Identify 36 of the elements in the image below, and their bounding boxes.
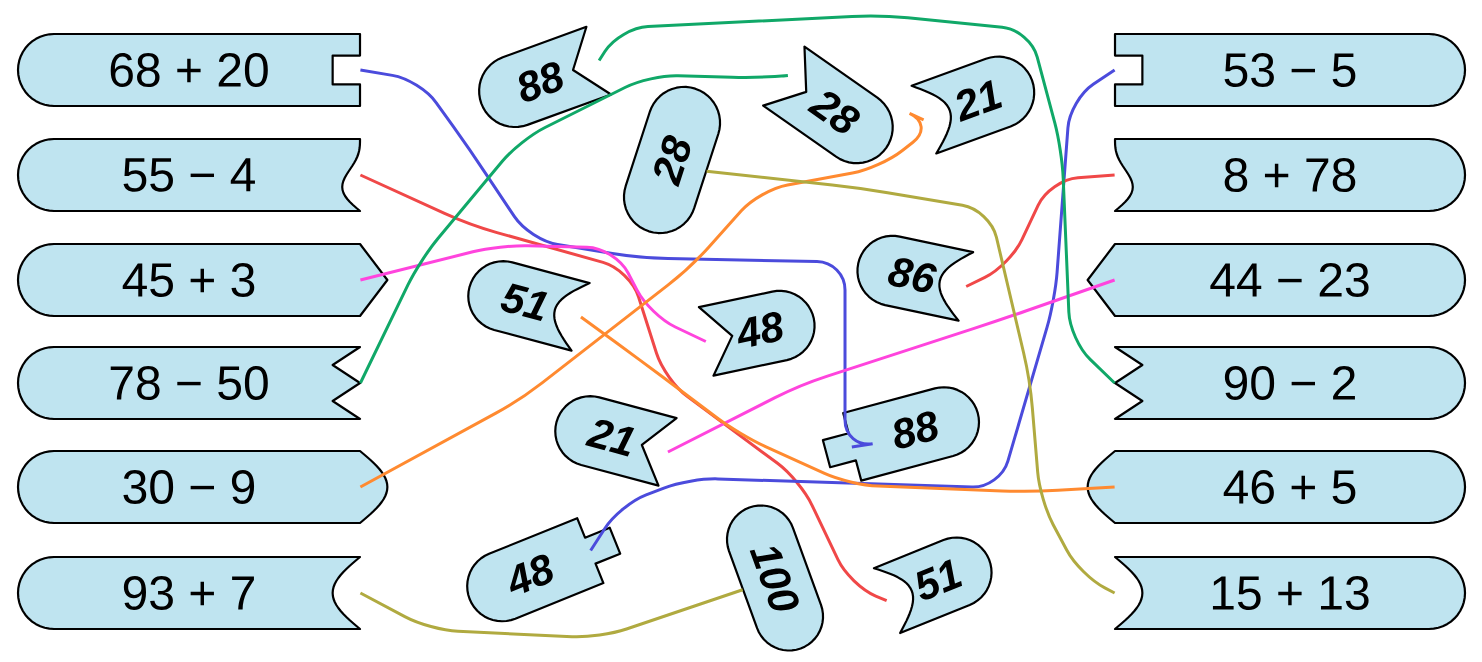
connecting-line [706, 169, 1116, 595]
number-piece: 48 [697, 289, 816, 377]
connecting-line [359, 74, 790, 384]
number-piece: 28 [622, 85, 722, 235]
connecting-line [360, 68, 875, 449]
number-piece: 48 [466, 517, 622, 623]
expression-card: 55 − 4 [16, 137, 362, 213]
connecting-line [359, 173, 888, 603]
connecting-line [360, 244, 707, 343]
expression-card: 90 − 2 [1113, 345, 1467, 421]
number-piece: 86 [856, 234, 975, 322]
expression-card: 15 + 13 [1113, 555, 1467, 631]
connecting-line [359, 588, 744, 639]
connecting-line [589, 68, 1116, 552]
connecting-line [580, 315, 1115, 493]
number-piece: 100 [725, 504, 825, 652]
expression-card: 53 − 5 [1113, 32, 1467, 108]
number-piece: 21 [910, 55, 1036, 155]
connecting-line [667, 278, 1116, 454]
number-piece: 21 [554, 395, 678, 487]
connecting-line [965, 173, 1115, 288]
number-piece: 88 [821, 386, 981, 482]
expression-card: 68 + 20 [16, 32, 362, 108]
expression-card: 8 + 78 [1113, 137, 1467, 213]
expression-card: 45 + 3 [16, 242, 389, 318]
number-piece: 51 [872, 536, 993, 635]
number-piece: 88 [478, 25, 613, 129]
number-piece: 28 [762, 45, 894, 165]
expression-card: 30 − 9 [16, 449, 389, 525]
expression-card: 93 + 7 [16, 555, 362, 631]
connecting-line [597, 14, 1116, 385]
expression-card: 46 + 5 [1086, 449, 1467, 525]
number-piece: 51 [467, 260, 591, 352]
expression-card: 44 − 23 [1086, 242, 1467, 318]
expression-card: 78 − 50 [16, 345, 362, 421]
connecting-line [359, 111, 925, 489]
